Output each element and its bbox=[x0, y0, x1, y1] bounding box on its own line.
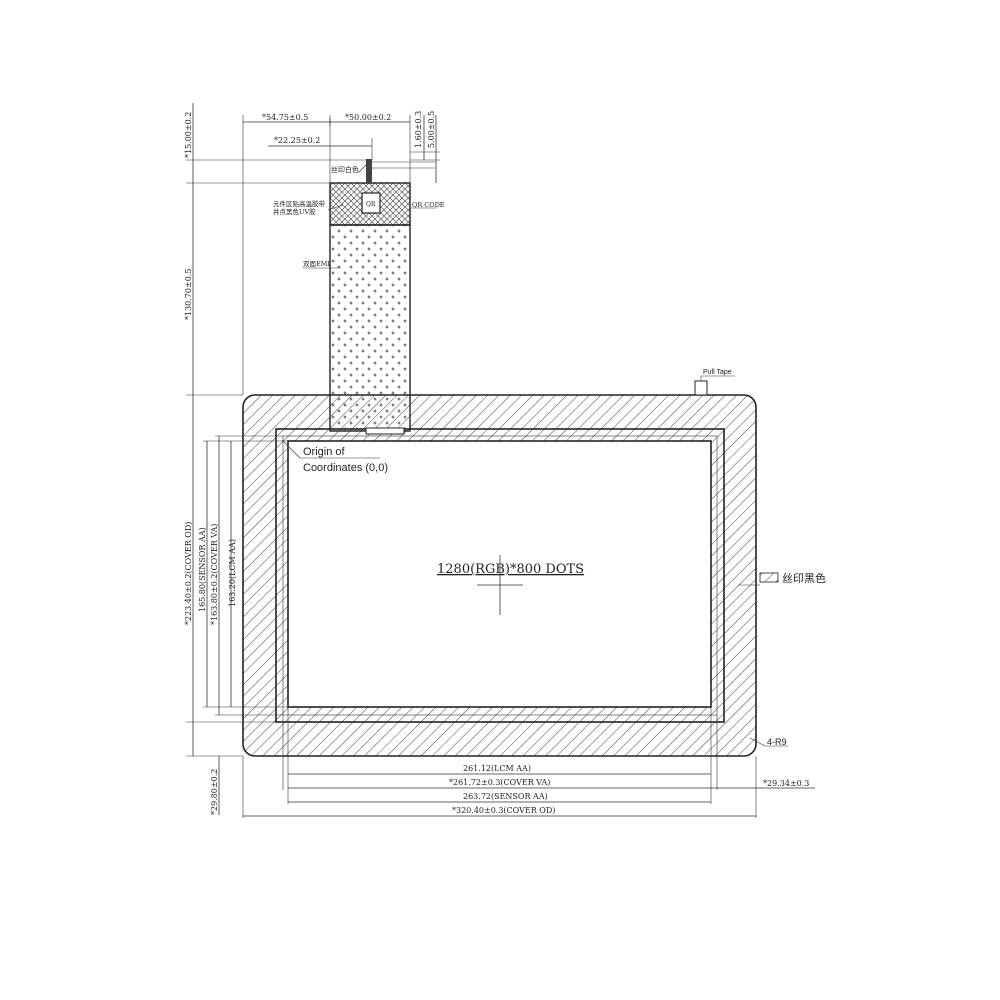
pull-tape-label: Pull Tape bbox=[703, 369, 732, 376]
fpc-connector bbox=[365, 427, 405, 435]
fpc-thk2-dim: 5.00±0.5 bbox=[427, 111, 436, 148]
cover-va-h-dim: *163.80±0.2(COVER VA) bbox=[210, 524, 219, 625]
silk-black-label: 丝印黑色 bbox=[782, 571, 826, 585]
silk-black-legend: 丝印黑色 bbox=[738, 571, 826, 586]
lcm-aa-h-dim: 163.20(LCM AA) bbox=[228, 539, 237, 607]
lcm-aa-outline bbox=[287, 440, 712, 708]
fpc-center-dim: *22.25±0.2 bbox=[274, 136, 320, 145]
cover-od-w-dim: *320.40±0.3(COVER OD) bbox=[452, 806, 555, 815]
origin-line-1: Origin of bbox=[303, 446, 346, 458]
fpc-emi-area bbox=[329, 224, 411, 432]
qr-code-mark: QR bbox=[366, 201, 376, 208]
right-margin-dim: *29.34±0.3 bbox=[763, 779, 809, 788]
sensor-aa-h-dim: 165.80(SENSOR AA) bbox=[198, 527, 207, 612]
origin-callout: Origin of Coordinates (0,0) bbox=[281, 439, 388, 474]
fpc-offset-dim: *54.75±0.5 bbox=[262, 113, 308, 122]
qr-code-box bbox=[361, 192, 381, 214]
corner-radius-callout: 4-R9 bbox=[749, 737, 788, 747]
corner-radius-label: 4-R9 bbox=[767, 737, 787, 747]
sensor-aa-w-dim: 263.72(SENSOR AA) bbox=[463, 792, 548, 801]
origin-line-2: Coordinates (0,0) bbox=[303, 462, 388, 474]
lcm-aa-w-dim: 261.12(LCM AA) bbox=[463, 764, 531, 773]
pull-tape: Pull Tape bbox=[694, 369, 735, 396]
component-area-label-1: 元件区贴高温胶带 bbox=[273, 199, 326, 208]
bottom-dimensions: 261.12(LCM AA) *261.72±0.3(COVER VA) 263… bbox=[242, 707, 815, 818]
display-resolution: 1280(RGB)*800 DOTS bbox=[437, 562, 584, 577]
fpc-width-dim: *50.00±0.2 bbox=[345, 113, 391, 122]
left-dimensions: *15.00±0.2 *130.70±0.5 *223.40±0.2(COVER… bbox=[184, 103, 372, 815]
fpc-length-dim: *130.70±0.5 bbox=[184, 269, 193, 320]
fpc-annotations: 丝印白色 元件区贴高温胶带 并点黑色UV胶 QR CODE 双面EMI bbox=[273, 161, 445, 269]
component-area-label-2: 并点黑色UV胶 bbox=[273, 207, 316, 216]
cover-od-h-dim: *223.40±0.2(COVER OD) bbox=[184, 522, 193, 625]
center-crosshair bbox=[477, 555, 523, 615]
fpc-top-dim: *15.00±0.2 bbox=[184, 112, 193, 158]
cover-va-w-dim: *261.72±0.3(COVER VA) bbox=[449, 778, 550, 787]
fpc-tail: QR bbox=[329, 159, 435, 435]
fpc-thk1-dim: 1.60±0.3 bbox=[414, 111, 423, 148]
fpc-stiffener bbox=[366, 159, 372, 183]
qr-code-label: QR CODE bbox=[412, 201, 445, 209]
cover-va-outline bbox=[282, 435, 718, 716]
silk-white-label: 丝印白色 bbox=[331, 165, 359, 174]
cover-glass bbox=[242, 394, 757, 757]
top-dimensions: *54.75±0.5 *50.00±0.2 *22.25±0.2 1.60±0.… bbox=[242, 111, 440, 395]
double-emi-label: 双面EMI bbox=[303, 260, 330, 268]
sensor-aa-outline bbox=[275, 428, 725, 723]
bottom-margin-dim: *29.80±0.2 bbox=[210, 769, 219, 815]
